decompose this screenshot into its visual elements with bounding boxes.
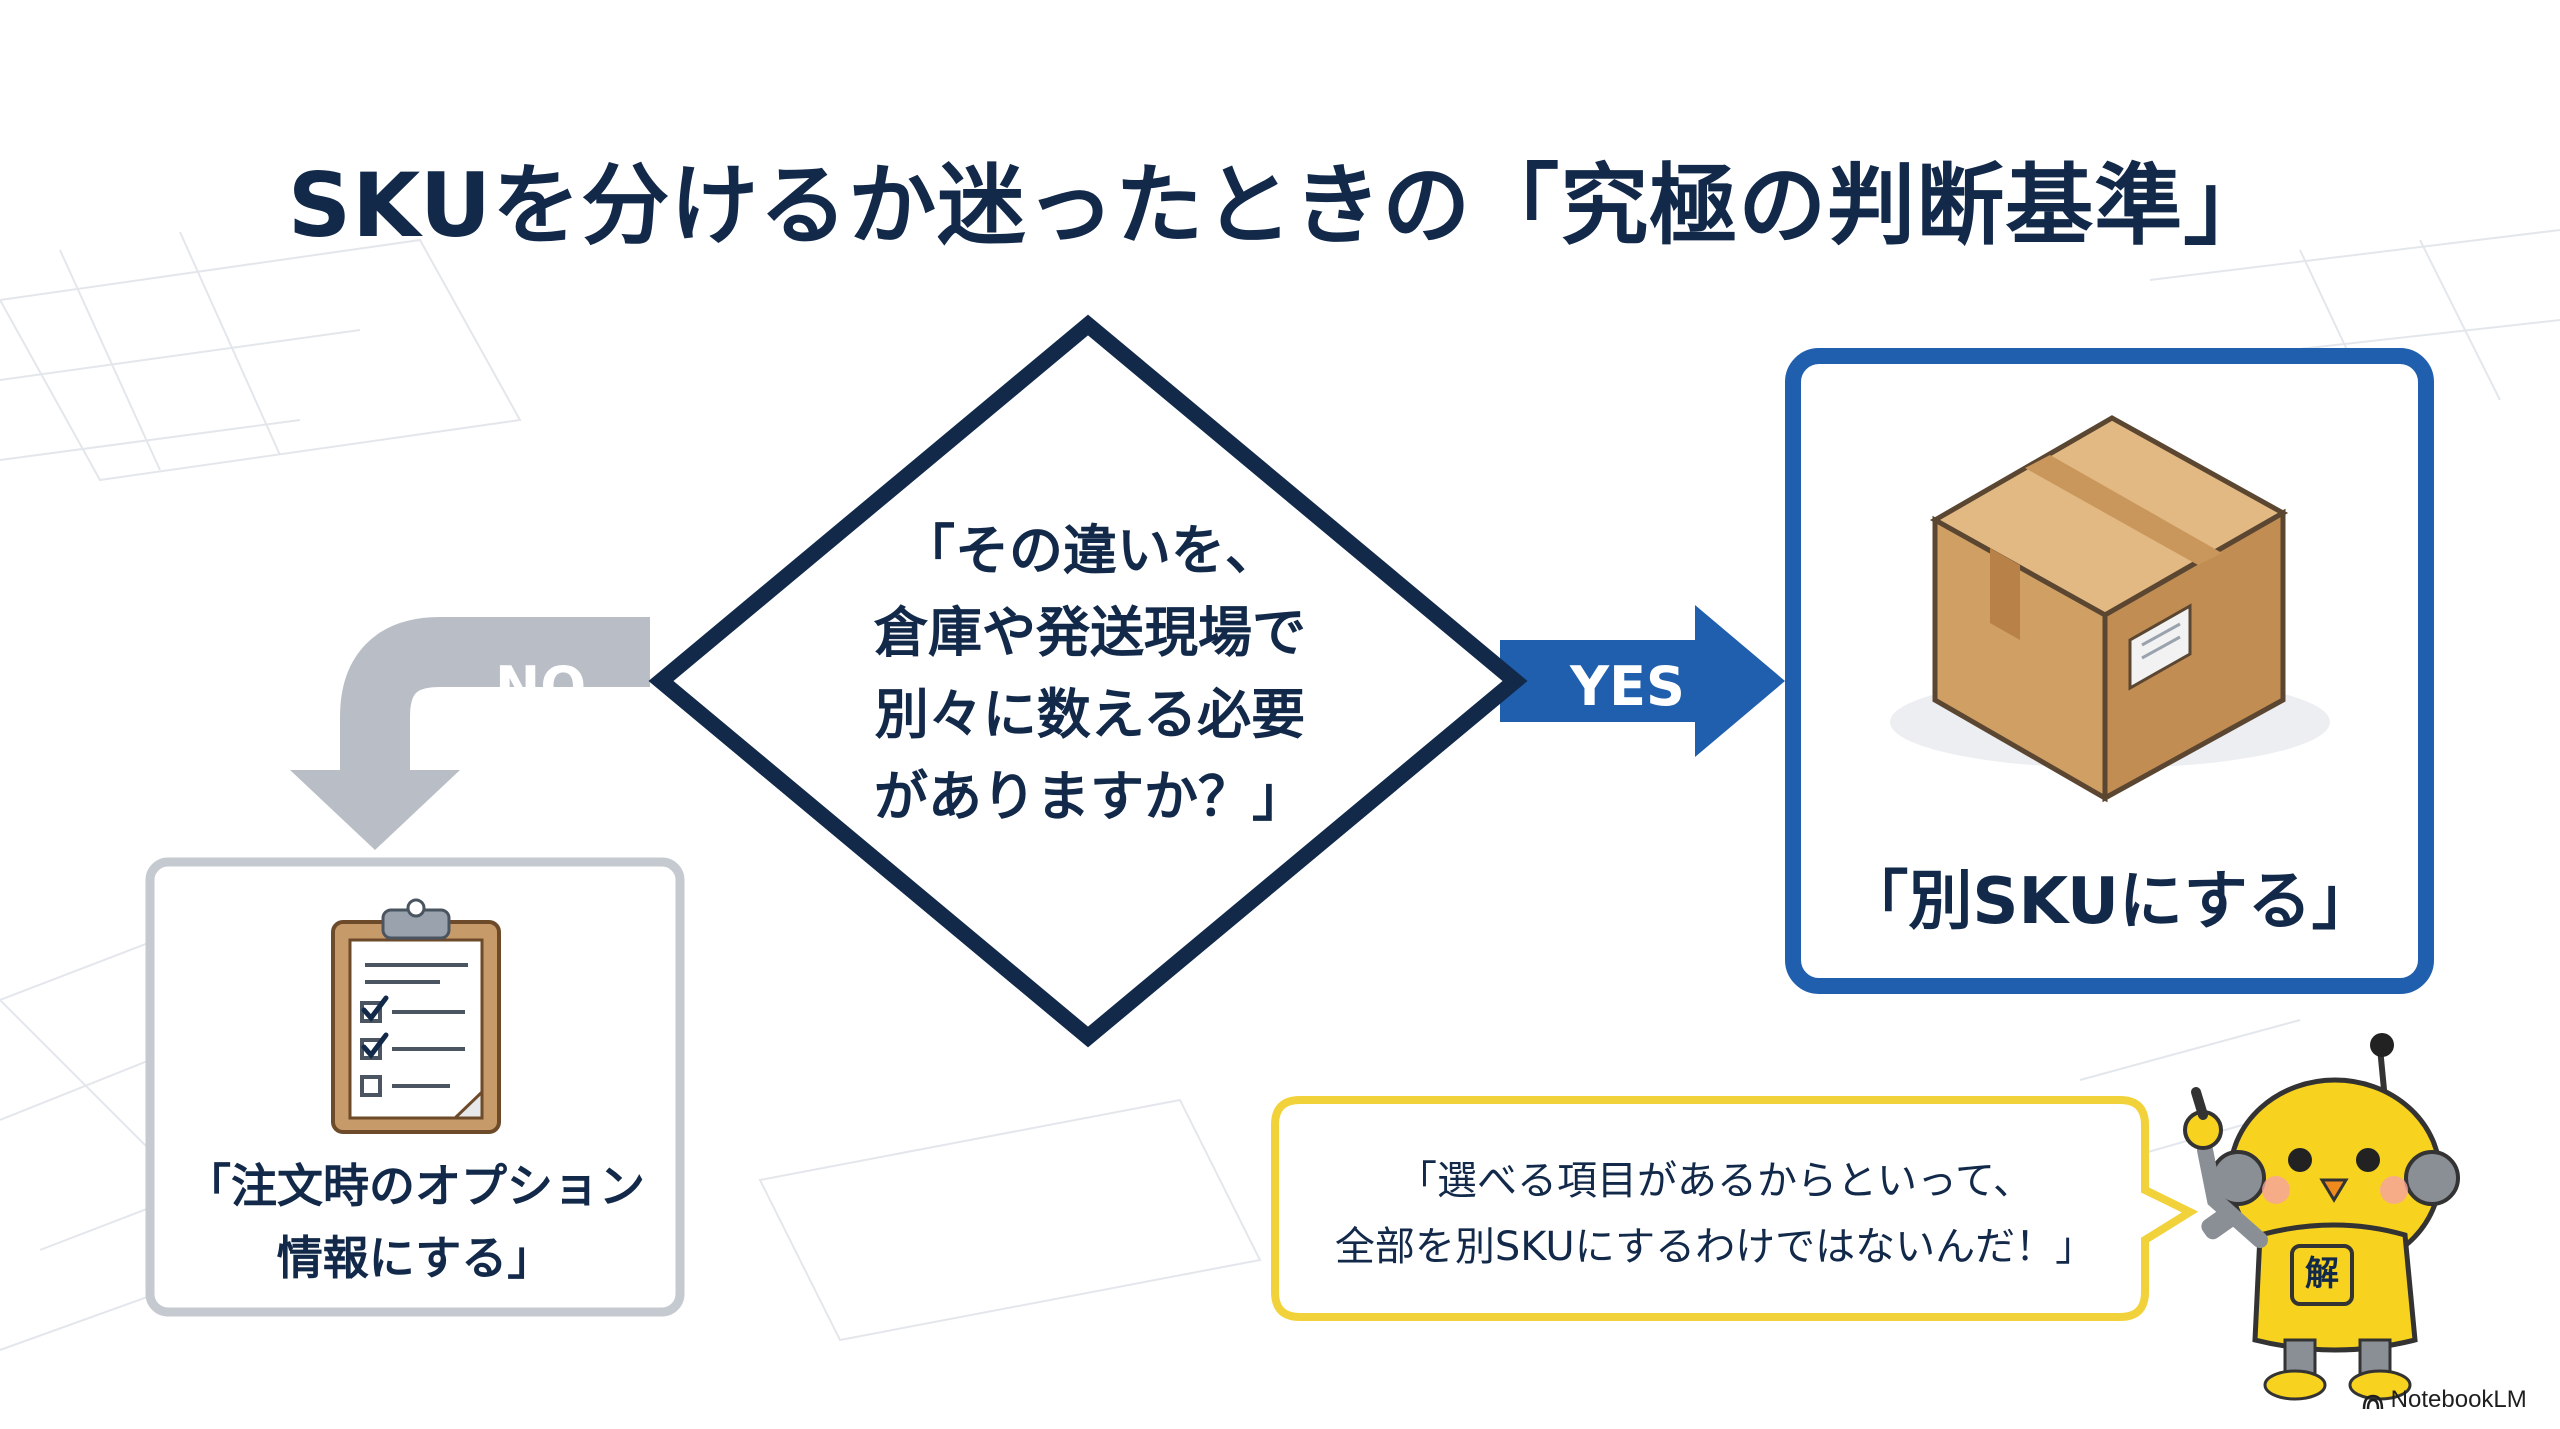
speech-line: 「選べる項目があるからといって、 (1397, 1158, 2033, 1204)
notebooklm-logo-icon (2362, 1394, 2384, 1410)
speech-line: 全部を別SKUにするわけではないんだ！」 (1334, 1224, 2096, 1270)
no-arrow (335, 617, 650, 850)
yes-arrow (1500, 605, 1785, 757)
page-title: SKUを分けるか迷ったときの「究極の判断基準」 (287, 154, 2273, 257)
no-label: NO (495, 655, 587, 718)
yes-result-label: 「別SKUにする」 (1844, 865, 2376, 939)
speech-bubble (1271, 1096, 2199, 1321)
clipboard-checklist-icon (331, 898, 501, 1134)
yes-label: YES (1570, 655, 1685, 718)
decision-question: 「その違いを、 倉庫や発送現場で 別々に数える必要 がありますか？」 (790, 510, 1390, 838)
question-line: 「その違いを、 (901, 519, 1279, 582)
question-line: 倉庫や発送現場で (874, 601, 1306, 664)
mascot-badge: 解 (2305, 1254, 2339, 1294)
brand-watermark: NotebookLM (2362, 1386, 2527, 1414)
question-line: 別々に数える必要 (874, 683, 1306, 746)
brand-label: NotebookLM (2390, 1386, 2527, 1413)
question-line: がありますか？」 (874, 765, 1306, 828)
decision-diamond (648, 314, 1528, 1048)
no-result-line: 情報にする」 (276, 1231, 554, 1285)
no-result-line: 「注文時のオプション (185, 1159, 645, 1213)
no-arrow-head (290, 770, 460, 850)
no-result-label: 「注文時のオプション 情報にする」 (155, 1150, 675, 1294)
cardboard-box-icon (1890, 415, 2330, 803)
robot-chick-mascot-icon (2183, 1033, 2460, 1401)
speech-bubble-text: 「選べる項目があるからといって、 全部を別SKUにするわけではないんだ！」 (1290, 1148, 2140, 1280)
